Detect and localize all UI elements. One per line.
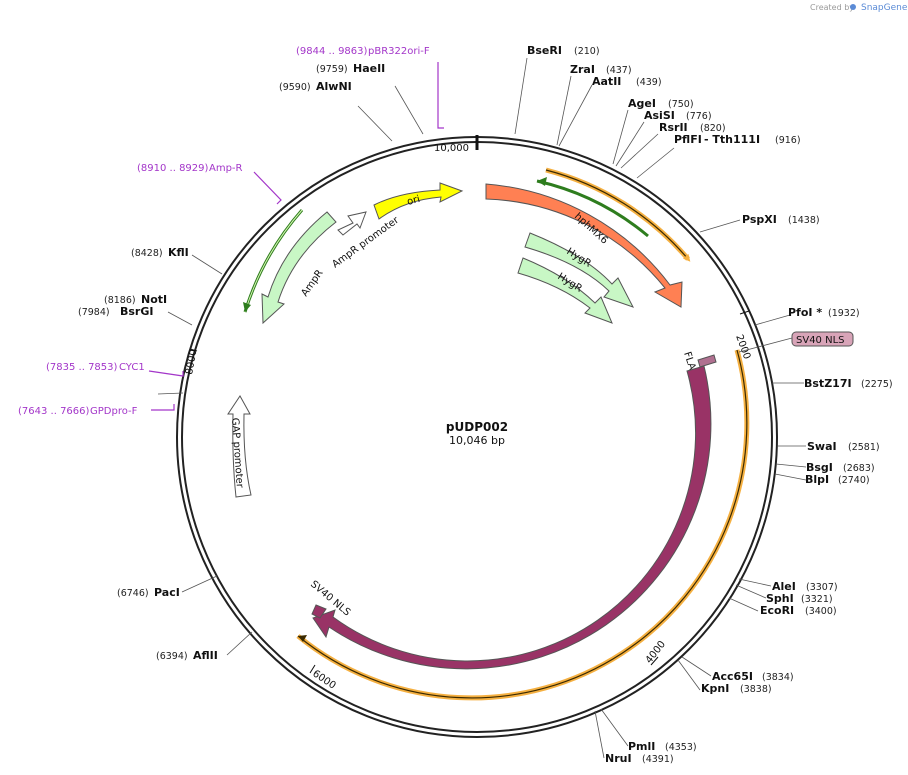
site-pos-paci: (6746) [117,588,149,599]
site-pos-alwni: (9590) [279,82,311,93]
site-name-aatii: AatII [592,75,621,88]
site-name-kfli: KflI [168,246,189,259]
feature-hphmx6: hphMX6 [485,183,683,308]
tick-2000: 2000 [733,333,752,361]
feature-ampr: AmpR [261,211,337,325]
site-name-tth111i: - Tth111I [704,133,760,146]
primer-labels: (9844 .. 9863) pBR322ori-F (8910 .. 8929… [18,46,430,417]
site-name-rsrii: RsrII [659,121,688,134]
feature-label-ampr-promoter: AmpR promoter [330,214,401,270]
site-name-bsgi: BsgI [806,461,833,474]
primer-name-amp-r: Amp-R [209,163,243,174]
site-pos-pflfi: (916) [775,135,801,146]
site-name-nrui: NruI [605,752,632,765]
feature-gap-promoter: GAP promoter [227,395,252,498]
restriction-sites: BseRI (210) ZraI (437) AatII (439) AgeI … [78,44,893,765]
site-name-blpi: BlpI [805,473,829,486]
orf-indicators [243,167,750,701]
feature-ori: ori [373,182,464,220]
site-name-pmli: PmlI [628,740,655,753]
feature-label-ori: ori [406,194,421,208]
site-pos-kfli: (8428) [131,248,163,259]
site-pos-pmli: (4353) [665,742,697,753]
site-name-asisi: AsiSI [644,109,675,122]
site-pos-kpni: (3838) [740,684,772,695]
site-name-bseri: BseRI [527,44,562,57]
primer-range-gpdpro-f: (7643 .. 7666) [18,406,90,417]
site-name-ecori: EcoRI [760,604,794,617]
site-pos-swai: (2581) [848,442,880,453]
site-name-pflfi: PflFI [674,133,702,146]
position-ticks: 10,000 2000 4000 6000 8000 [184,143,752,692]
site-name-bsrgi: BsrGI [120,305,153,318]
primer-name-cyc1: CYC1 [119,362,145,373]
feature-label-ampr: AmpR [299,268,325,299]
site-pos-pspxi: (1438) [788,215,820,226]
plasmid-length: 10,046 bp [449,434,505,447]
feature-label-sv40-nls-top: SV40 NLS [796,335,845,346]
primer-range-pbr322ori-f: (9844 .. 9863) [296,46,368,57]
site-pos-haeii: (9759) [316,64,348,75]
site-pos-bsrgi: (7984) [78,307,110,318]
site-name-bstz17i: BstZ17I [804,377,852,390]
site-pos-bstz17i: (2275) [861,379,893,390]
tick-10000: 10,000 [434,143,469,154]
site-pos-acc65i: (3834) [762,672,794,683]
site-pos-pfoi: (1932) [828,308,860,319]
site-pos-noti: (8186) [104,295,136,306]
site-pos-bsgi: (2683) [843,463,875,474]
site-pos-ecori: (3400) [805,606,837,617]
snapgene-logo-icon [850,4,856,10]
site-pos-bseri: (210) [574,46,600,57]
site-name-aflii: AflII [193,649,218,662]
site-name-sphi: SphI [766,592,794,605]
site-name-zrai: ZraI [570,63,595,76]
site-name-pspxi: PspXI [742,213,777,226]
site-name-noti: NotI [141,293,167,306]
plasmid-name: pUDP002 [446,420,508,434]
tick-8000: 8000 [184,349,199,376]
site-pos-aflii: (6394) [156,651,188,662]
site-name-agei: AgeI [628,97,656,110]
snapgene-logo: SnapGene [861,3,908,13]
site-pos-asisi: (776) [686,111,712,122]
created-by-label: Created by [810,3,854,12]
site-name-paci: PacI [154,586,180,599]
site-name-acc65i: Acc65I [712,670,753,683]
feature-hygr-2: HygR [517,257,613,324]
site-name-alei: AleI [772,580,796,593]
primer-name-pbr322ori-f: pBR322ori-F [368,46,430,57]
site-name-kpni: KpnI [701,682,729,695]
site-name-swai: SwaI [807,440,837,453]
primer-range-amp-r: (8910 .. 8929) [137,163,209,174]
site-leaders [157,57,807,759]
feature-ampr-promoter: AmpR promoter [330,211,402,270]
site-pos-rsrii: (820) [700,123,726,134]
site-name-pfoi: PfoI * [788,306,822,319]
site-name-alwni: AlwNI [316,80,352,93]
site-pos-agei: (750) [668,99,694,110]
feature-sv40-nls-top: SV40 NLS [738,331,854,353]
site-name-haeii: HaeII [353,62,385,75]
primer-range-cyc1: (7835 .. 7853) [46,362,118,373]
site-pos-aatii: (439) [636,77,662,88]
site-pos-sphi: (3321) [801,594,833,605]
feature-cas9: Cas9 [312,365,712,670]
primer-markers [148,62,444,411]
tick-4000: 4000 [644,639,668,666]
primer-name-gpdpro-f: GPDpro-F [90,406,138,417]
feature-label-gap-promoter: GAP promoter [229,417,245,489]
site-pos-zrai: (437) [606,65,632,76]
site-pos-blpi: (2740) [838,475,870,486]
site-pos-alei: (3307) [806,582,838,593]
site-pos-nrui: (4391) [642,754,674,765]
